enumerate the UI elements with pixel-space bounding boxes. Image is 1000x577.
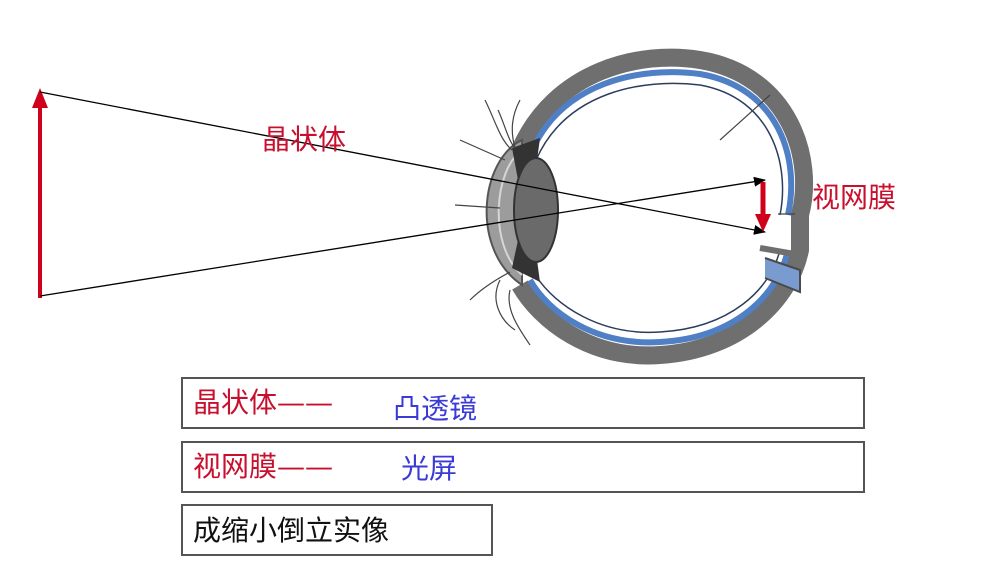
analogy-value-lens: 凸透镜: [393, 392, 478, 425]
retina-label: 视网膜: [812, 181, 897, 214]
lens-shape: [513, 157, 559, 263]
analogy-row-lens: 晶状体—— 凸透镜: [181, 377, 865, 429]
analogy-term-lens: 晶状体——: [193, 386, 334, 419]
image-arrow: [755, 182, 795, 232]
analogy-term-retina: 视网膜——: [193, 450, 334, 483]
eyelid-lines: [454, 94, 771, 346]
analogy-row-retina: 视网膜—— 光屏: [181, 441, 865, 493]
eyeball: [511, 48, 814, 365]
conclusion-text: 成缩小倒立实像: [193, 514, 390, 547]
lens-label: 晶状体: [262, 123, 347, 156]
cornea: [485, 138, 523, 287]
conclusion-box: 成缩小倒立实像: [181, 504, 493, 556]
object-arrow: [32, 88, 48, 298]
light-rays: [39, 91, 766, 297]
analogy-value-retina: 光屏: [401, 452, 458, 485]
